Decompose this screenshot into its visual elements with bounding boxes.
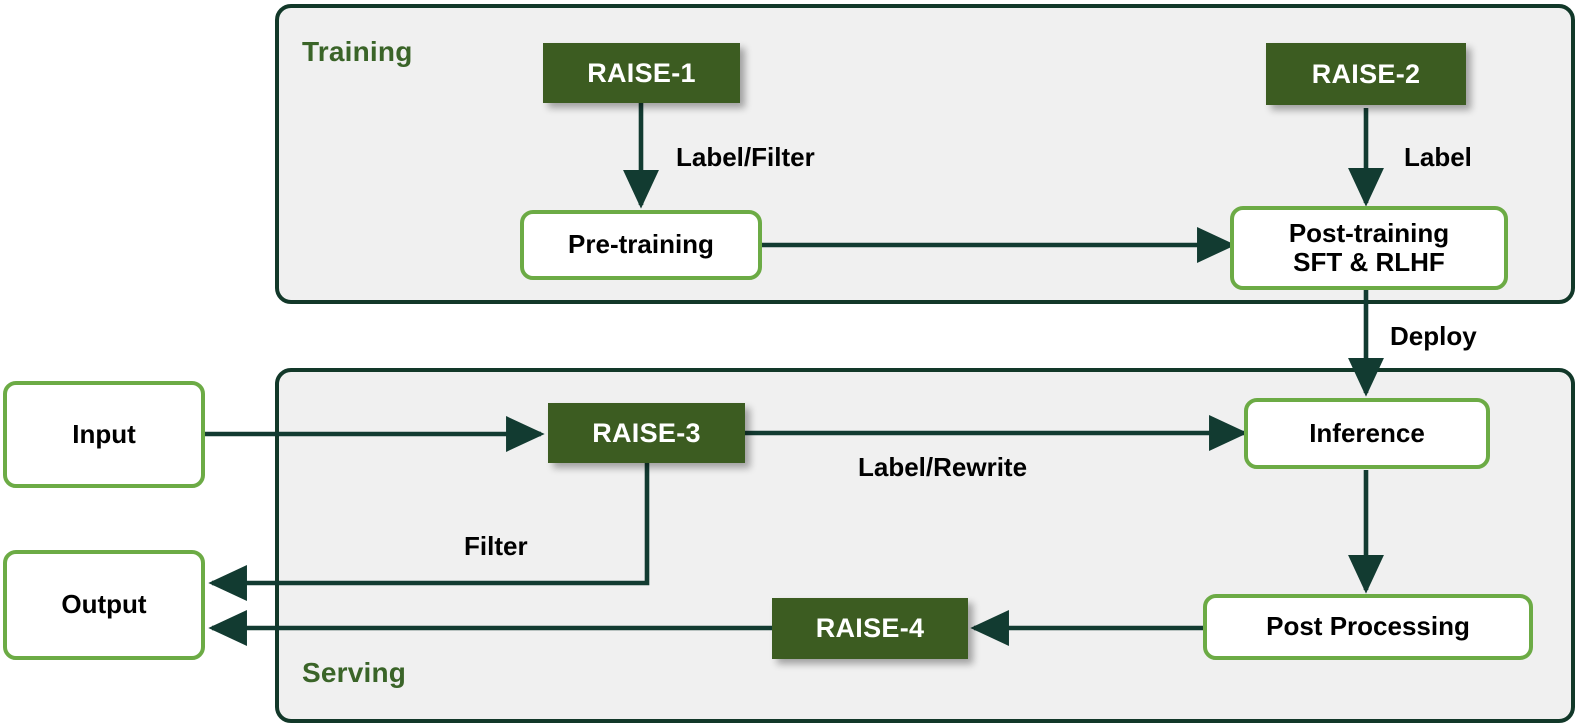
node-input[interactable]: Input (3, 381, 205, 488)
node-raise-3[interactable]: RAISE-3 (548, 403, 745, 463)
section-label-serving: Serving (302, 657, 407, 688)
edge-label-filter: Filter (464, 531, 528, 561)
node-post-training[interactable]: Post-training SFT & RLHF (1230, 206, 1508, 290)
node-post-training-line2: SFT & RLHF (1293, 247, 1445, 277)
node-pre-training[interactable]: Pre-training (520, 210, 762, 280)
node-post-training-line1: Post-training (1288, 217, 1450, 248)
node-raise-4[interactable]: RAISE-4 (772, 598, 968, 659)
node-post-processing[interactable]: Post Processing (1203, 594, 1533, 660)
node-raise-1[interactable]: RAISE-1 (543, 43, 740, 103)
edge-label-label: Label (1404, 142, 1472, 172)
edge-label-deploy: Deploy (1390, 321, 1477, 351)
edge-label-label-filter: Label/Filter (676, 142, 815, 172)
section-label-training: Training (302, 36, 413, 67)
node-inference[interactable]: Inference (1244, 398, 1490, 469)
node-output[interactable]: Output (3, 550, 205, 660)
node-raise-2[interactable]: RAISE-2 (1266, 43, 1466, 105)
edge-label-label-rewrite: Label/Rewrite (858, 452, 1028, 482)
